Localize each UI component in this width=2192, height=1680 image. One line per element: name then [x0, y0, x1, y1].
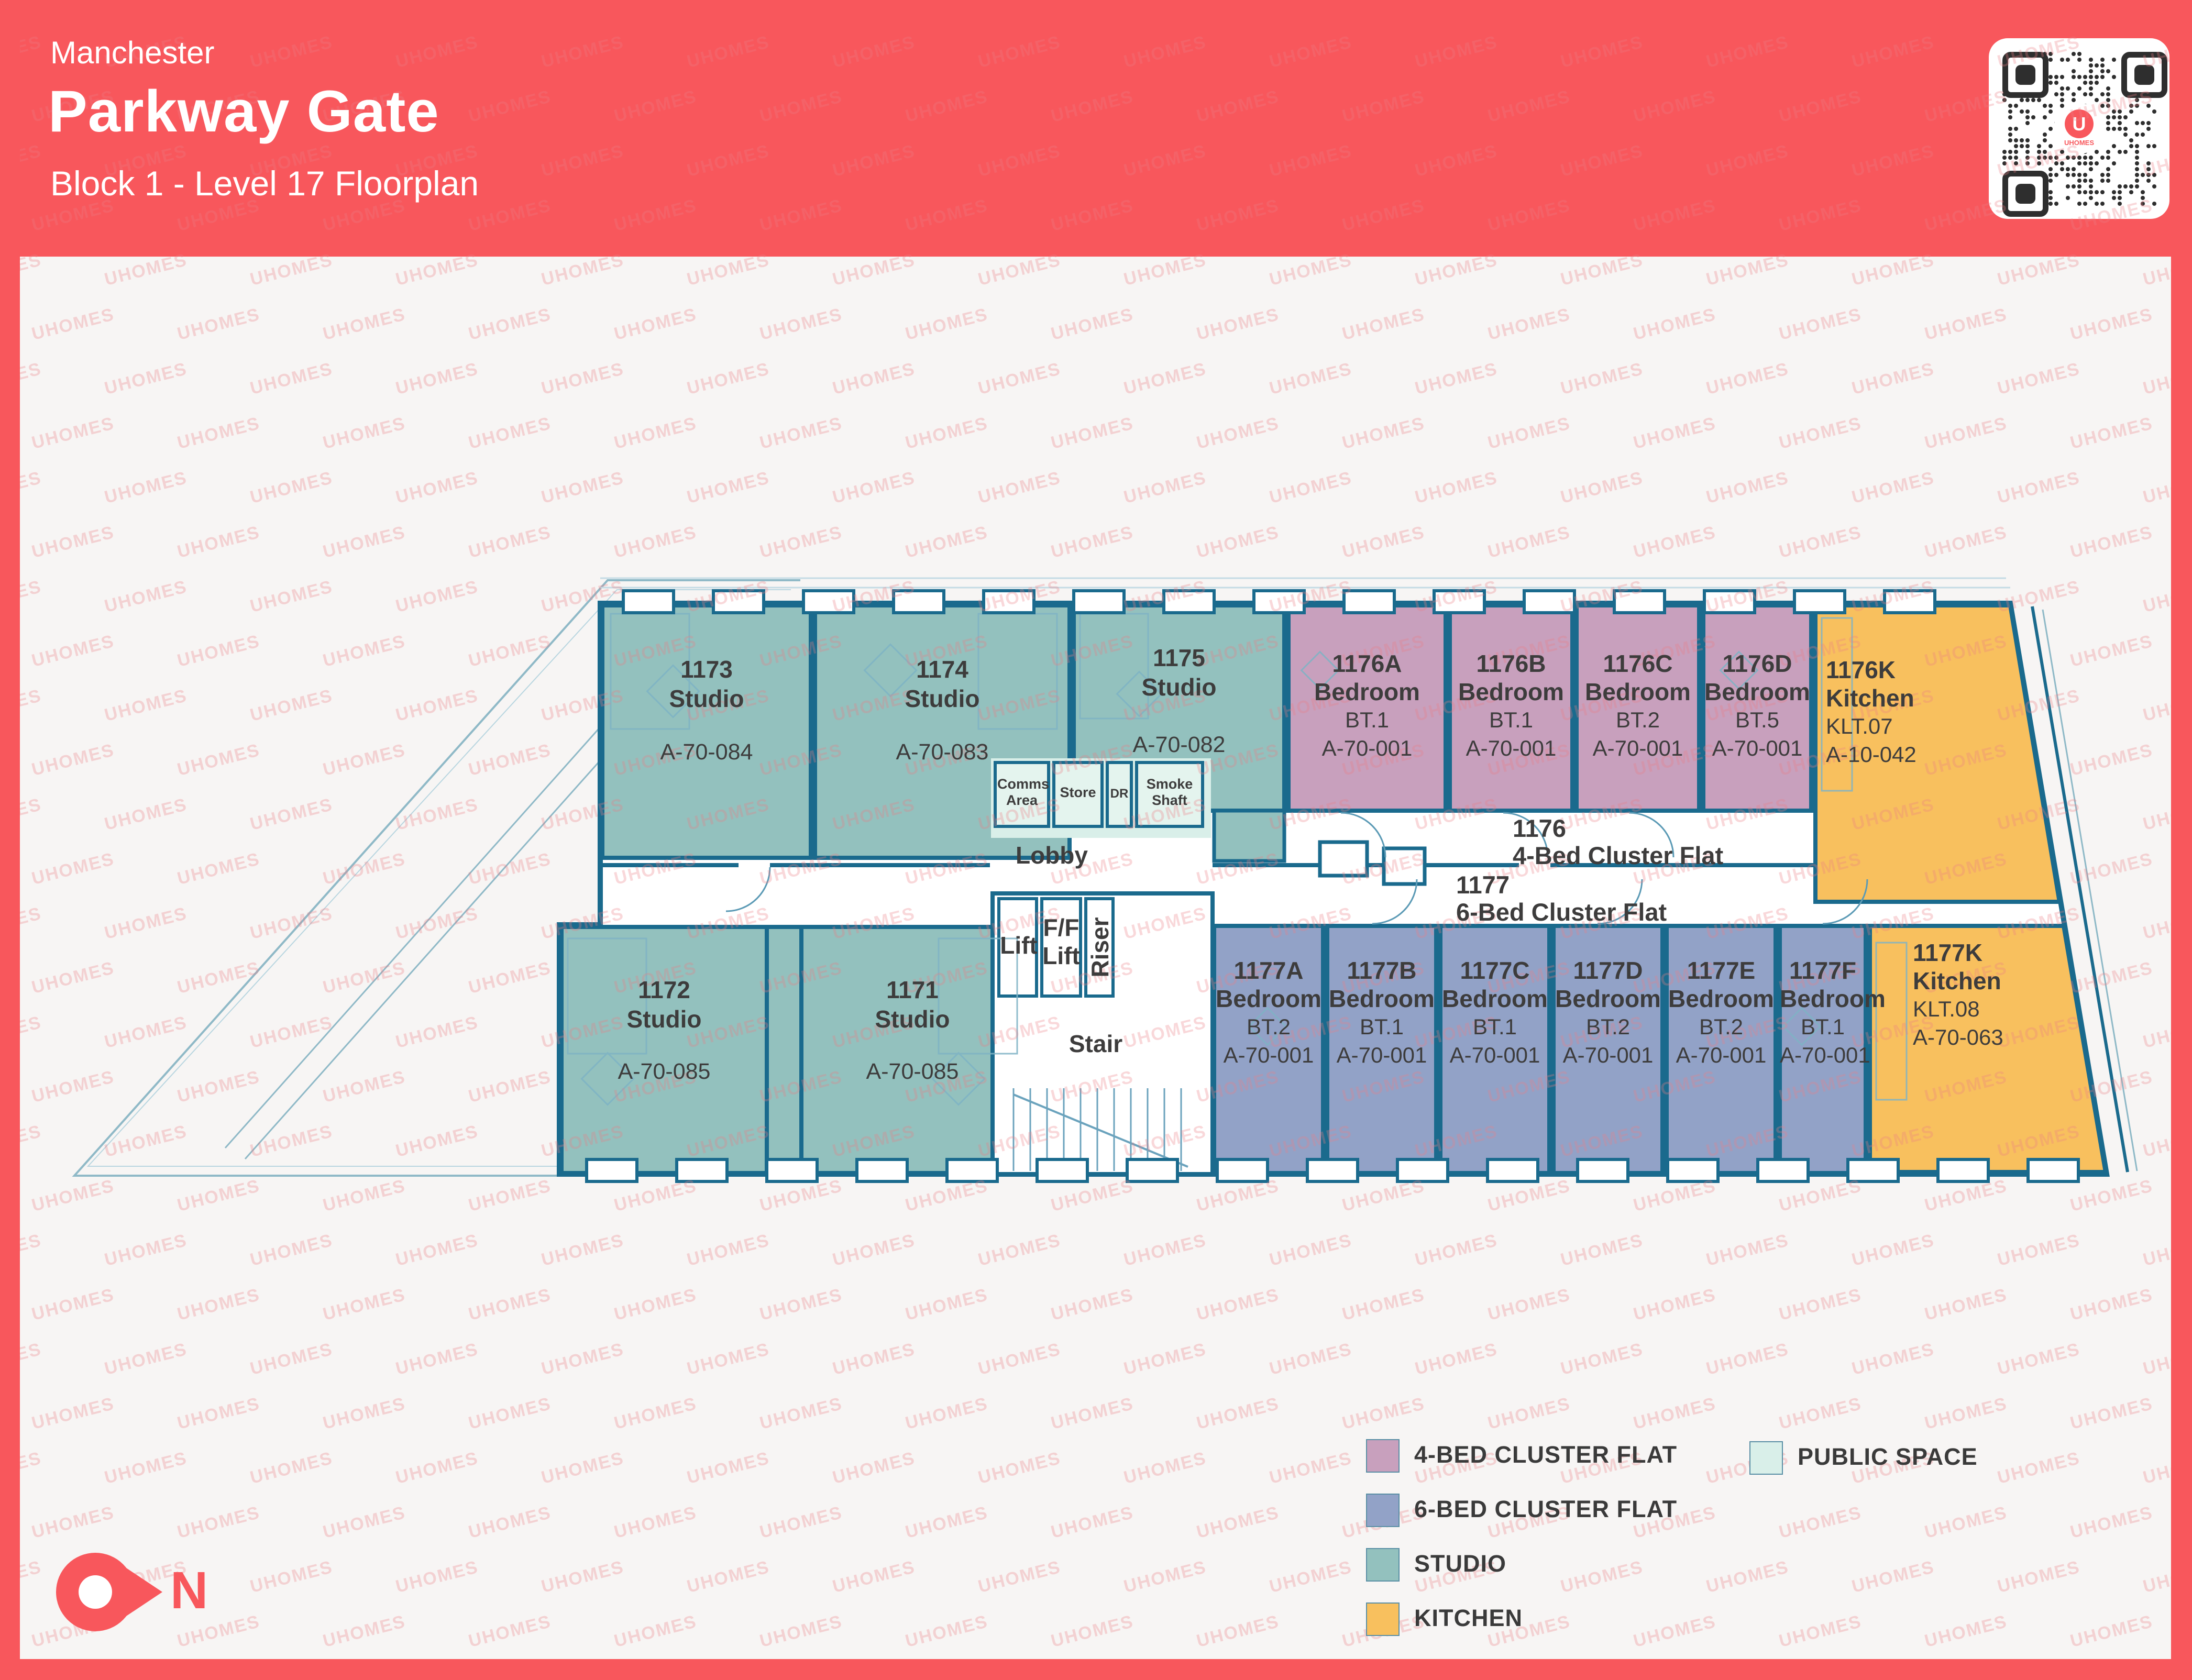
qr-finder-icon: [2121, 52, 2167, 98]
corridor-duct: [1318, 840, 1369, 878]
qr-logo: U UHOMES: [2054, 103, 2105, 154]
room-1177B-label: 1177B Bedroom BT.1 A-70-001: [1329, 957, 1435, 1067]
room-comms-area: [994, 761, 1050, 828]
room-1176K: [1813, 603, 2062, 904]
footer-band: [0, 1659, 2192, 1680]
lift-label: Lift: [1000, 932, 1038, 959]
left-border-band: [0, 0, 20, 1680]
room-1177C: [1438, 924, 1551, 1175]
ff-lift-label: F/F Lift: [1042, 914, 1080, 969]
room-store: [1052, 761, 1104, 828]
room-1176B-label: 1176B Bedroom BT.1 A-70-001: [1458, 650, 1564, 760]
legend-swatch-kitchen: [1366, 1602, 1400, 1636]
room-1171-code: A-70-085: [866, 1059, 959, 1084]
page-title: Parkway Gate: [48, 79, 439, 144]
door-arcs: [725, 812, 1868, 925]
north-arrow-pointer-icon: [125, 1567, 162, 1617]
stair-label: Stair: [1069, 1030, 1123, 1057]
terrace-outline: [72, 579, 800, 1177]
room-1177E: [1665, 924, 1778, 1175]
room-1176A: [1286, 603, 1448, 813]
legend-swatch-studio: [1366, 1548, 1400, 1582]
legend-swatch-4bed: [1366, 1439, 1400, 1473]
facade-slant-line2: [2042, 609, 2138, 1171]
room-1176B: [1448, 603, 1574, 813]
room-1176C: [1574, 603, 1701, 813]
legend-swatch-public: [1749, 1441, 1783, 1475]
flat-1177-label: 1177 6-Bed Cluster Flat: [1456, 871, 1667, 926]
room-1176D: [1701, 603, 1813, 813]
room-riser: [1084, 897, 1115, 998]
room-1177E-label: 1177E Bedroom BT.2 A-70-001: [1668, 957, 1774, 1067]
room-store-label: Store: [1060, 784, 1096, 800]
room-dr: [1106, 761, 1133, 828]
flat-1176-label: 1176 4-Bed Cluster Flat: [1513, 814, 1724, 869]
legend-label-studio: STUDIO: [1414, 1550, 1507, 1577]
qr-code: U UHOMES: [1989, 38, 2169, 219]
terrace-inner-line: [86, 589, 791, 1167]
room-1177F-label: 1177F Bedroom BT.1 A-70-001: [1780, 957, 1886, 1067]
room-1172: [559, 925, 769, 1175]
qr-finder-icon: [2002, 171, 2048, 217]
corridor-duct: [1382, 846, 1427, 886]
legend-swatch-6bed: [1366, 1494, 1400, 1527]
header-subtitle: Block 1 - Level 17 Floorplan: [50, 164, 479, 203]
room-1175-vestibule: [1212, 809, 1286, 863]
room-1174-code: A-70-083: [896, 739, 989, 765]
room-1177A: [1212, 924, 1325, 1175]
room-1177C-label: 1177C Bedroom BT.1 A-70-001: [1442, 957, 1548, 1067]
room-1177D-label: 1177D Bedroom BT.2 A-70-001: [1555, 957, 1661, 1067]
header-location: Manchester: [50, 35, 215, 70]
room-smoke-shaft-label: Smoke Shaft: [1146, 776, 1193, 808]
room-dr-label: DR: [1110, 787, 1129, 801]
room-1176K-label: 1176K Kitchen KLT.07 A-10-042: [1826, 656, 1916, 767]
room-ff-lift: [1040, 897, 1082, 998]
qr-dots: [1989, 38, 2169, 219]
room-comms-label: Comms Area: [997, 776, 1050, 808]
uhomes-logo-icon: U: [2065, 109, 2094, 138]
room-1173-code: A-70-084: [660, 739, 753, 765]
room-1176A-label: 1176A Bedroom BT.1 A-70-001: [1314, 650, 1420, 760]
window-openings: [585, 589, 2080, 1183]
room-1177D: [1551, 924, 1665, 1175]
header-band: [0, 0, 2192, 257]
legend-label-6bed: 6-BED CLUSTER FLAT: [1414, 1496, 1678, 1522]
north-arrow-icon: [56, 1553, 135, 1631]
lobby-label: Lobby: [1016, 842, 1088, 869]
legend-label-kitchen: KITCHEN: [1414, 1605, 1523, 1631]
room-1177B: [1325, 924, 1438, 1175]
room-1176D-label: 1176D Bedroom BT.5 A-70-001: [1704, 650, 1810, 760]
room-1177K: [1868, 924, 2108, 1174]
right-border-band: [2171, 0, 2192, 1680]
room-1175-code: A-70-082: [1132, 732, 1226, 757]
room-1177K-label: 1177K Kitchen KLT.08 A-70-063: [1913, 939, 2003, 1049]
room-1176C-label: 1176C Bedroom BT.2 A-70-001: [1585, 650, 1691, 760]
facade-slant-line: [2031, 606, 2129, 1173]
room-1171: [799, 925, 1026, 1175]
stair-arrow: [1013, 1093, 1188, 1168]
legend-label-4bed: 4-BED CLUSTER FLAT: [1414, 1441, 1678, 1468]
riser-label: Riser: [1086, 917, 1114, 978]
room-1172-code: A-70-085: [618, 1059, 711, 1084]
room-1173: [600, 603, 813, 860]
top-rail-lines: [600, 577, 2010, 589]
room-1177F: [1778, 924, 1868, 1175]
room-smoke-shaft: [1135, 761, 1204, 828]
north-label: N: [170, 1561, 208, 1620]
legend-label-public: PUBLIC SPACE: [1798, 1443, 1978, 1470]
room-1177A-label: 1177A Bedroom BT.2 A-70-001: [1216, 957, 1321, 1067]
